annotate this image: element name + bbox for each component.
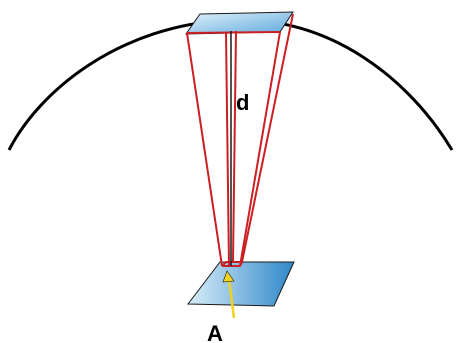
ground-footprint xyxy=(187,261,295,307)
point-label: A xyxy=(207,321,223,343)
distance-label: d xyxy=(236,90,249,115)
frustum-edges xyxy=(186,13,294,267)
top-plane xyxy=(185,11,294,35)
point-arrow xyxy=(222,270,236,319)
